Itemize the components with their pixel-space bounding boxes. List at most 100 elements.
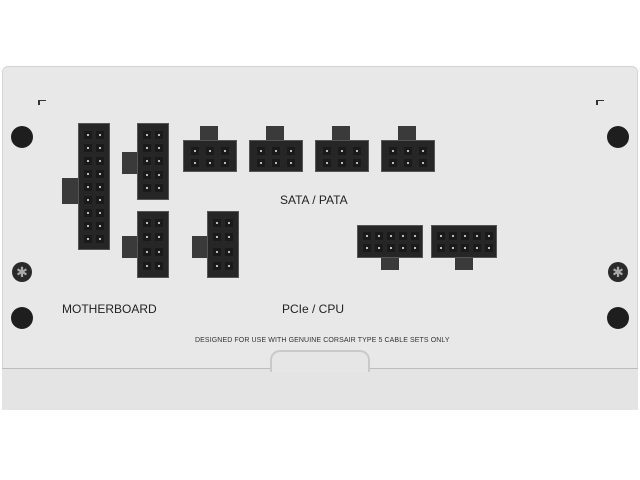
connector-pin: [143, 261, 151, 270]
connector-pin: [84, 234, 92, 243]
fan-icon: ✱: [12, 262, 32, 282]
screw-icon: [607, 126, 629, 148]
connector-pin: [388, 159, 397, 167]
connector-pin: [143, 130, 151, 139]
sata-port[interactable]: [183, 140, 237, 172]
connector-pin: [96, 156, 104, 165]
connector-pin: [96, 234, 104, 243]
connector-pin: [403, 147, 412, 155]
connector-latch: [122, 152, 138, 174]
connector-pin: [84, 130, 92, 139]
connector-pin: [143, 144, 151, 153]
connector-pin: [473, 244, 481, 252]
connector-pin: [363, 232, 371, 240]
connector-pin: [155, 130, 163, 139]
connector-pin: [337, 147, 346, 155]
connector-pin: [353, 159, 362, 167]
screw-icon: [11, 307, 33, 329]
connector-pin: [225, 247, 233, 256]
connector-pin: [213, 219, 221, 228]
sata-port[interactable]: [249, 140, 303, 172]
motherboard-24pin-port[interactable]: [78, 123, 110, 250]
connector-pin: [221, 147, 230, 155]
connector-pin: [155, 233, 163, 242]
connector-pin: [411, 244, 419, 252]
pcie-8pin-port[interactable]: [207, 211, 239, 278]
motherboard-label: MOTHERBOARD: [62, 302, 157, 316]
connector-pin: [461, 244, 469, 252]
connector-pin: [84, 156, 92, 165]
connector-latch: [266, 126, 284, 142]
connector-pin: [437, 244, 445, 252]
connector-pin: [143, 233, 151, 242]
connector-pin: [256, 159, 265, 167]
pcie-cpu-10pin-port[interactable]: [431, 225, 497, 258]
connector-pin: [403, 159, 412, 167]
connector-pin: [96, 169, 104, 178]
connector-pin: [419, 147, 428, 155]
connector-pin: [155, 261, 163, 270]
connector-pin: [287, 147, 296, 155]
connector-pin: [155, 157, 163, 166]
connector-pin: [221, 159, 230, 167]
sata-port[interactable]: [315, 140, 369, 172]
corner-mark: [38, 100, 46, 105]
connector-pin: [84, 143, 92, 152]
connector-pin: [155, 170, 163, 179]
cpu-8pin-port[interactable]: [137, 211, 169, 278]
pcie-cpu-10pin-port[interactable]: [357, 225, 423, 258]
sata-port[interactable]: [381, 140, 435, 172]
connector-pin: [96, 130, 104, 139]
connector-pin: [387, 232, 395, 240]
connector-pin: [225, 219, 233, 228]
connector-pin: [449, 232, 457, 240]
connector-pin: [399, 244, 407, 252]
connector-pin: [84, 182, 92, 191]
connector-pin: [155, 247, 163, 256]
connector-latch: [192, 236, 208, 258]
connector-pin: [271, 159, 280, 167]
connector-pin: [205, 147, 214, 155]
panel-notch: [270, 350, 370, 372]
screw-icon: [11, 126, 33, 148]
connector-latch: [455, 256, 473, 270]
connector-pin: [337, 159, 346, 167]
connector-pin: [411, 232, 419, 240]
connector-latch: [398, 126, 416, 142]
connector-pin: [96, 143, 104, 152]
connector-pin: [375, 244, 383, 252]
connector-pin: [375, 232, 383, 240]
pcie-cpu-label: PCIe / CPU: [282, 302, 345, 316]
connector-pin: [143, 247, 151, 256]
connector-latch: [381, 256, 399, 270]
connector-pin: [213, 233, 221, 242]
connector-pin: [84, 169, 92, 178]
connector-pin: [155, 184, 163, 193]
corner-mark: [596, 100, 604, 105]
connector-pin: [449, 244, 457, 252]
connector-pin: [256, 147, 265, 155]
motherboard-10pin-port[interactable]: [137, 123, 169, 200]
connector-pin: [419, 159, 428, 167]
connector-pin: [190, 159, 199, 167]
connector-pin: [225, 261, 233, 270]
connector-pin: [271, 147, 280, 155]
connector-pin: [96, 182, 104, 191]
connector-pin: [96, 221, 104, 230]
connector-pin: [84, 208, 92, 217]
connector-pin: [190, 147, 199, 155]
connector-pin: [485, 244, 493, 252]
connector-pin: [143, 170, 151, 179]
connector-pin: [485, 232, 493, 240]
connector-pin: [155, 144, 163, 153]
connector-latch: [332, 126, 350, 142]
connector-pin: [287, 159, 296, 167]
connector-pin: [387, 244, 395, 252]
panel-bottom-edge: [2, 368, 638, 410]
connector-pin: [322, 159, 331, 167]
connector-pin: [84, 221, 92, 230]
connector-latch: [62, 178, 78, 204]
fan-icon: ✱: [608, 262, 628, 282]
connector-pin: [143, 219, 151, 228]
connector-pin: [205, 159, 214, 167]
